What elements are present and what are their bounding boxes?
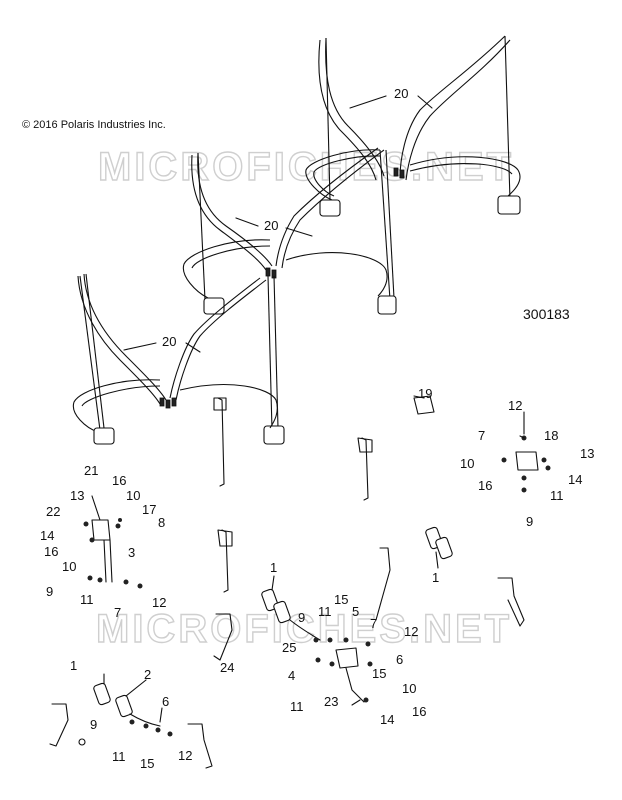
watermark-top: MICROFICHES.NET (98, 145, 514, 189)
callout-2: 2 (144, 667, 151, 682)
callout-4: 4 (288, 668, 295, 683)
callout-7-left: 7 (114, 605, 121, 620)
callout-10-left-top: 10 (126, 488, 140, 503)
callout-15-center-top: 15 (334, 592, 348, 607)
bracket-assembly-center (313, 637, 373, 703)
belt-assembly-rear (305, 35, 521, 315)
callout-9-left: 9 (46, 584, 53, 599)
callout-16-center: 16 (412, 704, 426, 719)
callout-9-right: 9 (526, 514, 533, 529)
bottom-left-hardware (78, 719, 173, 746)
callout-25: 25 (282, 640, 296, 655)
callout-11-right: 11 (550, 488, 564, 503)
callout-12-center: 12 (404, 624, 418, 639)
callout-5: 5 (352, 604, 359, 619)
buckle-parts (93, 526, 453, 727)
callout-17: 17 (142, 502, 156, 517)
callout-7-center: 7 (370, 616, 377, 631)
diagram-code: 300183 (523, 306, 570, 322)
callout-20-front: 20 (162, 334, 176, 349)
callout-9-center: 9 (298, 610, 305, 625)
callout-10-right: 10 (460, 456, 474, 471)
callout-10-center: 10 (402, 681, 416, 696)
callout-19: 19 (418, 386, 432, 401)
callout-14-left: 14 (40, 528, 54, 543)
callout-11-bottom: 11 (112, 749, 126, 764)
callout-12-left: 12 (152, 595, 166, 610)
callout-16-left: 16 (44, 544, 58, 559)
bracket-assembly-right (501, 435, 551, 493)
callout-15-center: 15 (372, 666, 386, 681)
callout-20-rear: 20 (394, 86, 408, 101)
callout-23: 23 (324, 694, 338, 709)
callout-10-left: 10 (62, 559, 76, 574)
copyright-text: © 2016 Polaris Industries Inc. (22, 119, 166, 131)
belt-assembly-front (72, 273, 278, 445)
callout-16-right: 16 (478, 478, 492, 493)
callout-1-center: 1 (270, 560, 277, 575)
callout-1-left: 1 (70, 658, 77, 673)
callout-18: 18 (544, 428, 558, 443)
callout-8: 8 (158, 515, 165, 530)
anchor-brackets (49, 395, 525, 769)
leader-lines (91, 95, 525, 723)
callout-12-right: 12 (508, 398, 522, 413)
callout-labels: 20 20 20 19 12 7 18 10 13 16 14 11 9 21 … (40, 86, 594, 771)
callout-12-bottom: 12 (178, 748, 192, 763)
callout-22: 22 (46, 504, 60, 519)
callout-11-center-bottom: 11 (290, 699, 304, 714)
callout-24: 24 (220, 660, 234, 675)
callout-20-middle: 20 (264, 218, 278, 233)
callout-21: 21 (84, 463, 98, 478)
belt-assembly-middle (182, 147, 388, 445)
callout-11-center: 11 (318, 604, 332, 619)
bracket-assembly-left (83, 518, 143, 589)
callout-14-center: 14 (380, 712, 394, 727)
callout-15-bottom: 15 (140, 756, 154, 771)
callout-16-left-top: 16 (112, 473, 126, 488)
callout-9-bottom: 9 (90, 717, 97, 732)
callout-13-right: 13 (580, 446, 594, 461)
callout-6-left: 6 (162, 694, 169, 709)
callout-1-right: 1 (432, 570, 439, 585)
callout-3: 3 (128, 545, 135, 560)
callout-7-right: 7 (478, 428, 485, 443)
callout-11-left: 11 (80, 592, 94, 607)
callout-14-right: 14 (568, 472, 582, 487)
callout-13-left: 13 (70, 488, 84, 503)
callout-6-center: 6 (396, 652, 403, 667)
